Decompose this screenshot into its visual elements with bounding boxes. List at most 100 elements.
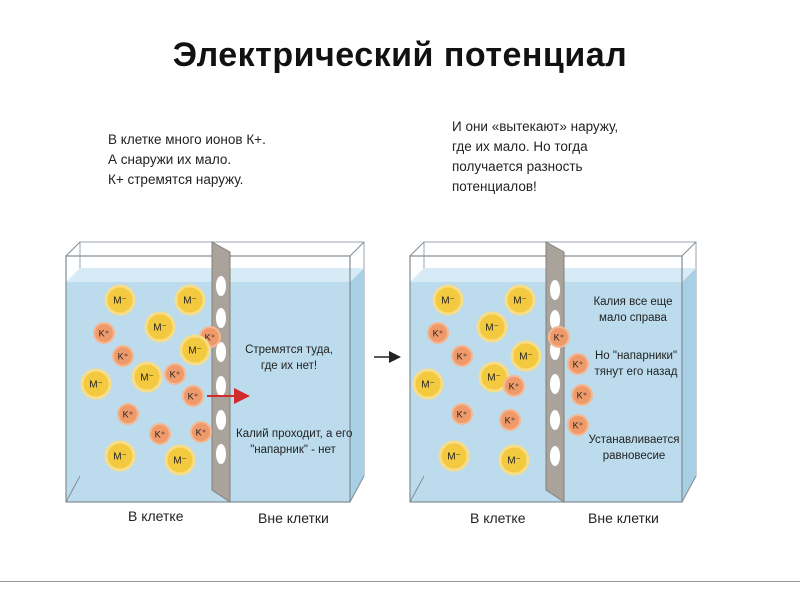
note-left-line-3: К+ стремятся наружу. [108, 172, 244, 187]
tank-left-water-front [66, 282, 350, 502]
anion-ion-label: M⁻ [421, 380, 435, 391]
anion-ion-label: M⁻ [519, 352, 533, 363]
potassium-ion-label: K⁺ [505, 416, 516, 426]
membrane-pore [216, 308, 226, 328]
tank-left-water-side [350, 268, 364, 502]
right-text-2: Но "напарники" тянут его назад [586, 348, 686, 380]
right-text-3-line-1: Устанавливается [588, 434, 680, 446]
anion-ion: M⁻ [438, 440, 470, 472]
anion-ion-circle [432, 284, 464, 316]
potassium-ion: K⁺ [503, 375, 525, 397]
anion-ion: M⁻ [498, 444, 530, 476]
anion-ion-label: M⁻ [89, 380, 103, 391]
anion-ion-circle [179, 334, 211, 366]
potassium-ion: K⁺ [182, 385, 204, 407]
potassium-ion-label: K⁺ [118, 352, 129, 362]
membrane-pore [550, 374, 560, 394]
anion-ion-circle [80, 368, 112, 400]
anion-ion-circle [104, 284, 136, 316]
potassium-ion: K⁺ [190, 421, 212, 443]
membrane-pore [550, 446, 560, 466]
membrane-left-pores [216, 276, 226, 464]
potassium-ion-label: K⁺ [433, 329, 444, 339]
membrane-pore [216, 342, 226, 362]
potassium-ion: K⁺ [499, 409, 521, 431]
potassium-ion-label: K⁺ [123, 410, 134, 420]
potassium-ion-label: K⁺ [457, 352, 468, 362]
potassium-ion-circle [503, 375, 525, 397]
potassium-ion-label: K⁺ [205, 333, 216, 343]
membrane-pore [550, 310, 560, 330]
left-text-top-line-2: где их нет! [260, 360, 318, 372]
potassium-ion: K⁺ [117, 403, 139, 425]
anion-ion-circle [438, 440, 470, 472]
anion-ion-circle [504, 284, 536, 316]
tank-right-water-side [682, 268, 696, 502]
potassium-ion-circle [190, 421, 212, 443]
note-right: И они «вытекают» наружу, где их мало. Но… [452, 117, 618, 197]
tank-left-edge [65, 241, 81, 257]
membrane-pore [216, 276, 226, 296]
anion-ion: M⁻ [174, 284, 206, 316]
tank-left-front [65, 255, 351, 503]
anion-ion-label: M⁻ [485, 323, 499, 334]
potassium-ion: K⁺ [567, 353, 589, 375]
tank-left-edge [349, 241, 365, 257]
membrane-pore [216, 444, 226, 464]
note-right-line-3: получается разность [452, 159, 583, 174]
potassium-ion-label: K⁺ [509, 382, 520, 392]
potassium-ion-circle [117, 403, 139, 425]
right-text-1-line-1: Калия все еще [593, 296, 673, 308]
right-text-1-line-2: мало справа [599, 312, 667, 324]
potassium-ion-label: K⁺ [573, 360, 584, 370]
note-right-line-2: где их мало. Но тогда [452, 139, 588, 154]
potassium-ion: K⁺ [567, 414, 589, 436]
right-text-2-line-2: тянут его назад [594, 366, 678, 378]
potassium-ion: K⁺ [571, 384, 593, 406]
right-text-3: Устанавливается равновесие [584, 432, 684, 464]
anion-ion: M⁻ [104, 284, 136, 316]
potassium-ion-label: K⁺ [188, 392, 199, 402]
potassium-ion-circle [451, 403, 473, 425]
potassium-ion: K⁺ [93, 322, 115, 344]
potassium-ion-label: K⁺ [196, 428, 207, 438]
anion-ion: M⁻ [144, 311, 176, 343]
anion-ion-label: M⁻ [113, 452, 127, 463]
potassium-ion: K⁺ [451, 403, 473, 425]
note-right-line-1: И они «вытекают» наружу, [452, 119, 619, 134]
potassium-ion-circle [164, 363, 186, 385]
note-left: В клетке много ионов К+. А снаружи их ма… [108, 130, 266, 190]
membrane-pore [550, 410, 560, 430]
tank-left-edge [349, 475, 365, 503]
anion-ion: M⁻ [131, 361, 163, 393]
anion-ion: M⁻ [510, 340, 542, 372]
potassium-ion-label: K⁺ [573, 421, 584, 431]
left-text-top: Стремятся туда, где их нет! [236, 342, 342, 374]
tank-left-edge [65, 475, 81, 503]
anion-ion: M⁻ [164, 444, 196, 476]
note-right-line-4: потенциалов! [452, 179, 537, 194]
potassium-ion: K⁺ [427, 322, 449, 344]
anion-ion: M⁻ [412, 368, 444, 400]
membrane-pore [216, 376, 226, 396]
anion-ion-label: M⁻ [513, 296, 527, 307]
anion-ion-circle [476, 311, 508, 343]
anion-ion-label: M⁻ [113, 296, 127, 307]
potassium-ion-circle [571, 384, 593, 406]
left-text-bottom-line-2: "напарник" - нет [250, 444, 336, 456]
anion-ion-circle [498, 444, 530, 476]
anion-ion: M⁻ [476, 311, 508, 343]
label-left-inside: В клетке [128, 508, 184, 524]
right-text-3-line-2: равновесие [602, 450, 666, 462]
tank-left [65, 241, 365, 503]
tank-right-edge [409, 475, 425, 503]
potassium-ion-circle [427, 322, 449, 344]
anion-ion-label: M⁻ [507, 456, 521, 467]
potassium-ion-circle [499, 409, 521, 431]
anion-ion: M⁻ [432, 284, 464, 316]
potassium-ion-label: K⁺ [457, 410, 468, 420]
left-text-top-line-1: Стремятся туда, [245, 344, 333, 356]
anion-ion-circle [104, 440, 136, 472]
anion-ion-label: M⁻ [153, 323, 167, 334]
